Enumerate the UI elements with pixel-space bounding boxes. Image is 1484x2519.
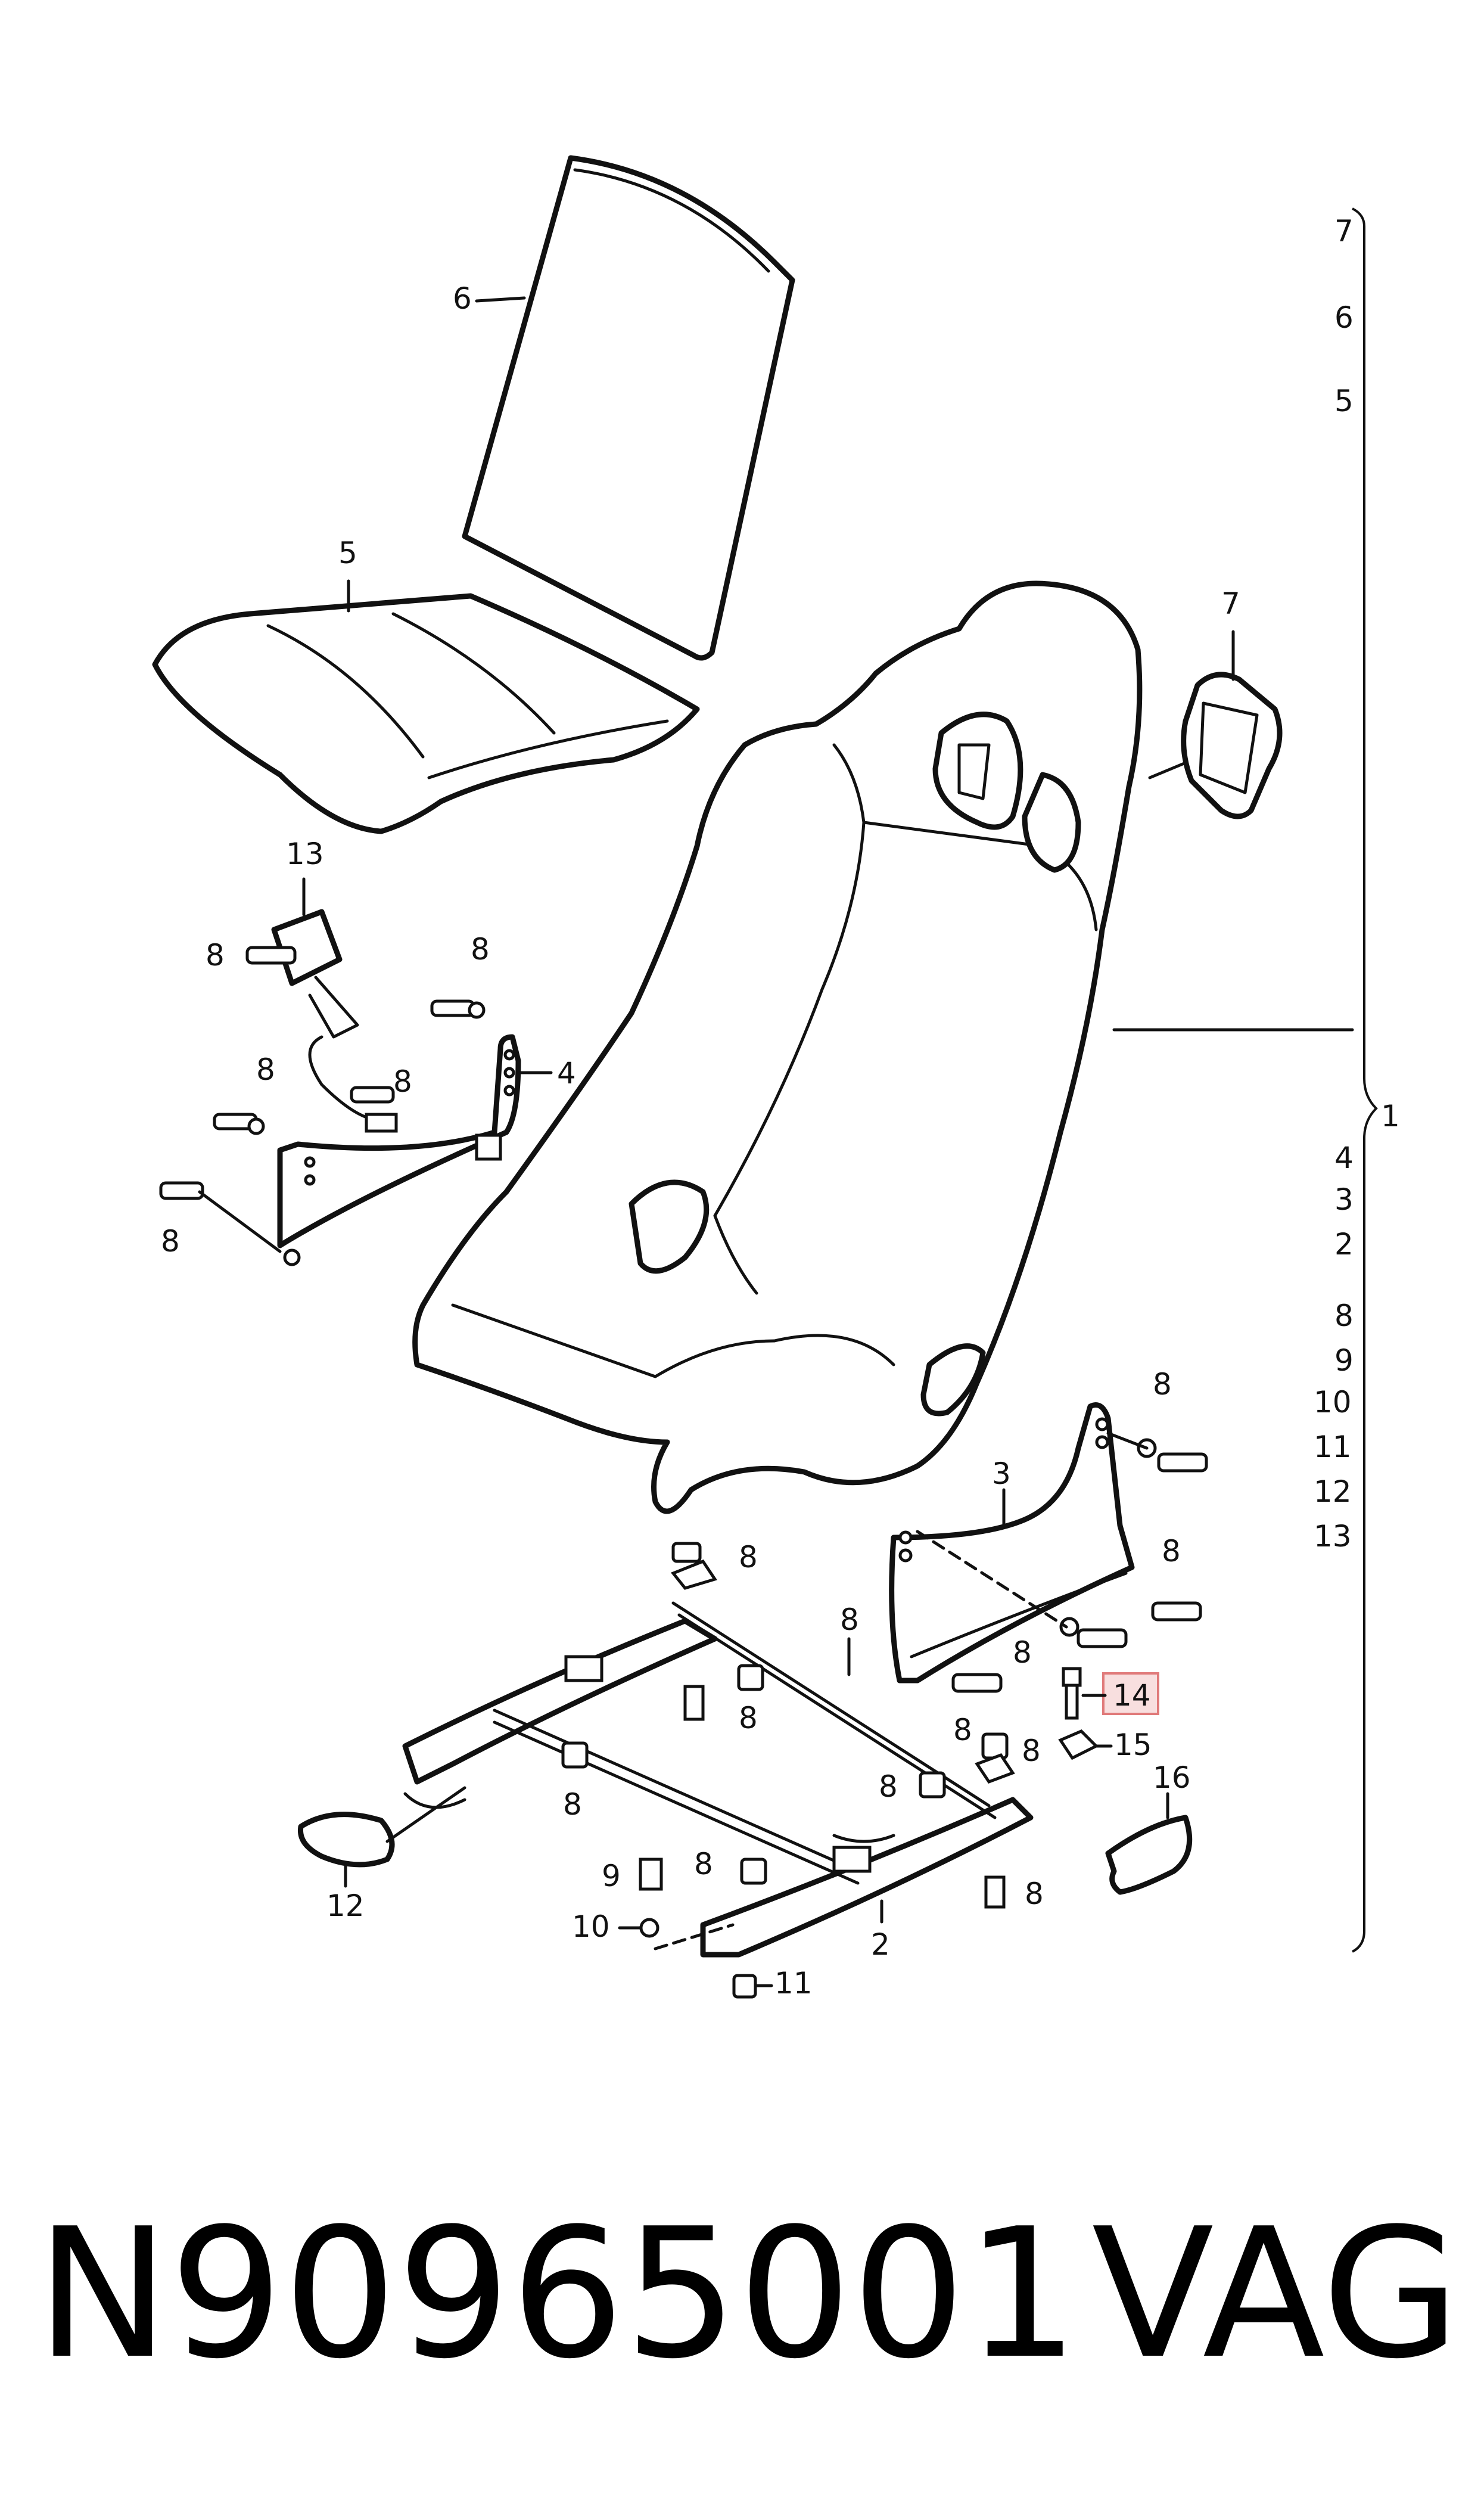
callout-8d: 8 [256,1052,275,1087]
callout-13: 13 [286,837,324,871]
callout-12: 12 [326,1889,365,1923]
callout-8h: 8 [1013,1635,1032,1670]
bolt-group-right [951,1438,1208,1693]
list-item-4: 4 [1334,1141,1354,1175]
callout-8j: 8 [840,1602,859,1637]
rail-cover [1105,1815,1193,1895]
seat-cushion [152,593,700,834]
side-bracket-left [277,1034,521,1266]
assembly-bracket [1352,207,1378,1953]
highlight-14 [1102,1672,1159,1715]
callout-6: 6 [453,281,472,316]
callout-8a: 8 [206,938,225,973]
callout-15: 15 [1114,1728,1152,1762]
part-number: N90965001 [36,2190,1079,2398]
callout-8c: 8 [393,1064,412,1099]
bolt-group-left [159,946,486,1200]
callout-8l: 8 [739,1701,758,1735]
screw-14 [1062,1667,1082,1720]
list-item-7: 7 [1334,214,1354,249]
bracket-label-1: 1 [1381,1099,1400,1133]
side-bracket-right [889,1402,1135,1684]
list-item-9: 9 [1334,1343,1354,1378]
callout-14: 14 [1113,1678,1151,1713]
callout-8n: 8 [1022,1734,1041,1768]
list-item-2: 2 [1334,1227,1354,1262]
callout-8g: 8 [1162,1534,1181,1568]
rail-hardware [561,1542,1015,1999]
callout-7: 7 [1221,586,1240,621]
callout-11: 11 [774,1966,813,2001]
callout-8m: 8 [563,1787,582,1822]
backrest-pad [462,155,795,661]
list-item-6: 6 [1334,300,1354,335]
list-item-3: 3 [1334,1182,1354,1217]
callout-5: 5 [338,536,357,570]
callout-8o: 8 [879,1769,898,1804]
bracket-list-top: 7 6 5 [1334,214,1354,418]
callout-8i: 8 [953,1713,972,1747]
callout-9: 9 [602,1859,621,1893]
callout-10: 10 [572,1909,610,1944]
callout-2: 2 [871,1927,890,1962]
list-item-12: 12 [1314,1474,1352,1509]
callout-8p: 8 [694,1847,713,1881]
list-item-10: 10 [1314,1385,1352,1420]
callout-8k: 8 [739,1540,758,1574]
adjust-lever [297,1786,466,1868]
list-item-11: 11 [1314,1430,1352,1464]
harness-guide [1181,672,1283,819]
bracket-list-bottom: 4 3 2 8 9 10 11 12 13 [1314,1141,1354,1554]
list-item-13: 13 [1314,1519,1352,1554]
callout-8f: 8 [1153,1367,1172,1402]
callout-16: 16 [1153,1760,1191,1795]
bucket-seat-shell [412,580,1143,1514]
callout-3: 3 [992,1456,1011,1491]
list-item-8: 8 [1334,1299,1354,1333]
washer-15 [1058,1729,1099,1760]
list-item-5: 5 [1334,384,1354,418]
belt-buckle [271,909,398,1133]
callout-4: 4 [557,1056,576,1091]
callout-8b: 8 [471,932,490,967]
callout-8e: 8 [161,1224,180,1259]
callout-8q: 8 [1025,1877,1044,1911]
brand-name: VAG [1091,2190,1460,2398]
